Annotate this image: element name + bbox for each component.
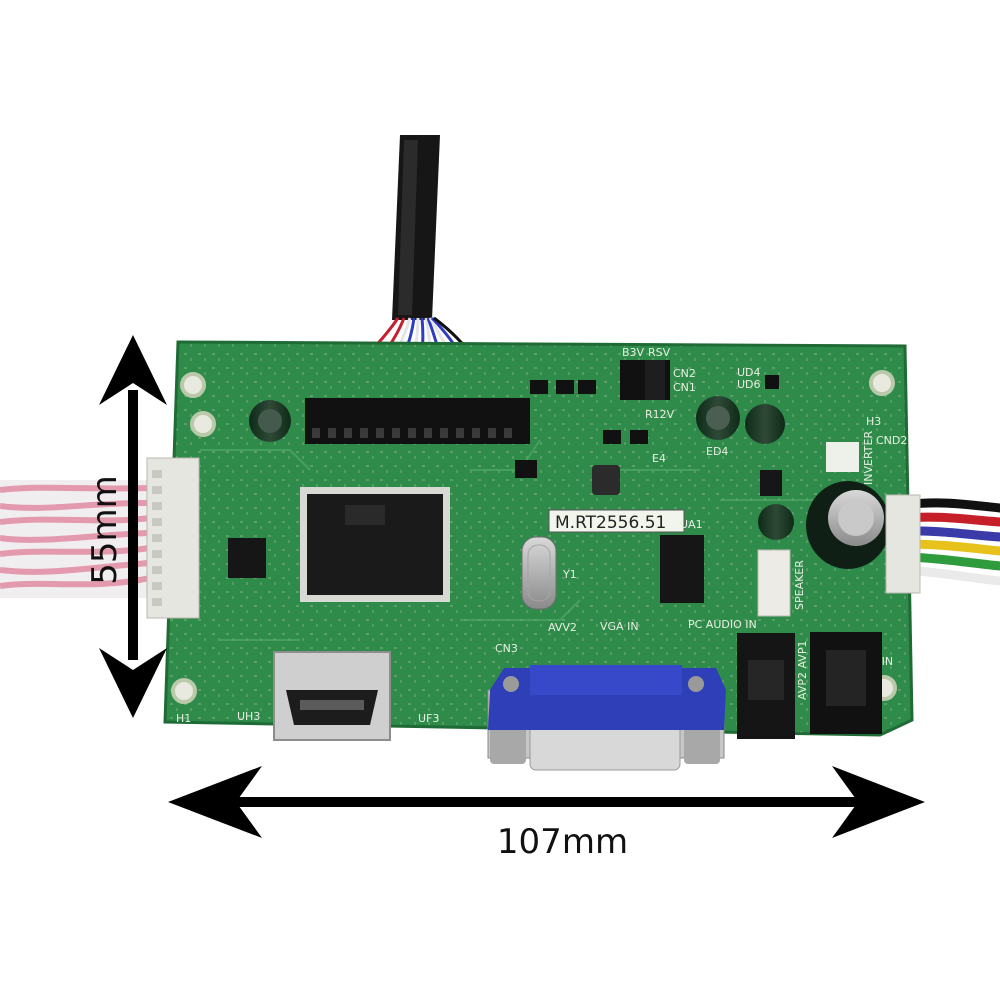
width-dimension-label: 107mm [496, 822, 629, 862]
label-ud6: UD6 [737, 378, 761, 391]
label-avp: AVP2 AVP1 [796, 641, 809, 700]
capacitor-mid-right [758, 504, 794, 540]
label-cn1: CN1 [673, 381, 696, 394]
height-dimension-label: 55mm [85, 475, 125, 585]
pcb-board: M.RT2556.51 VGA IN PC AUDIO IN DC IN CN3… [146, 340, 921, 771]
dc-jack [810, 632, 882, 734]
label-ud4: UD4 [737, 366, 761, 379]
height-dimension-arrow [99, 335, 167, 718]
capacitor-ed4 [696, 396, 740, 440]
label-inverter: INVERTER [862, 431, 875, 485]
label-r12v: R12V [645, 408, 675, 421]
capacitor-top-right [745, 404, 785, 444]
label-uf3: UF3 [418, 712, 439, 725]
label-h1: H1 [176, 712, 191, 725]
label-avv2: AVV2 [548, 621, 577, 634]
label-rsv: RSV [648, 346, 671, 359]
ic-ua1 [660, 535, 704, 603]
capacitor-large [806, 481, 890, 569]
label-cn3: CN3 [495, 642, 518, 655]
speaker-connector [757, 549, 791, 617]
ic-right [760, 470, 782, 496]
white-connector-left [146, 457, 200, 619]
label-b3v: B3V [622, 346, 645, 359]
label-uh3: UH3 [237, 710, 260, 723]
model-label [548, 509, 685, 533]
lvds-connector [305, 398, 530, 444]
label-y1: Y1 [562, 568, 577, 581]
crystal-y1 [521, 536, 557, 610]
mounting-holes [171, 370, 897, 704]
label-speaker: SPEAKER [793, 560, 806, 610]
inductor [592, 465, 620, 495]
label-ed4: ED4 [706, 445, 728, 458]
label-pc-audio-in: PC AUDIO IN [688, 618, 757, 631]
label-h3: H3 [866, 415, 881, 428]
label-cnd2: CND2 [876, 434, 907, 447]
model-text: M.RT2556.51 [555, 513, 666, 533]
label-cn2: CN2 [673, 367, 696, 380]
main-controller-chip [300, 487, 450, 602]
jumper-block [620, 360, 670, 400]
label-ua1: UA1 [680, 518, 703, 531]
width-dimension-arrow [168, 766, 925, 838]
label-vga-in: VGA IN [600, 620, 639, 633]
audio-jack [737, 633, 795, 739]
white-connector-right [885, 494, 921, 594]
ic-left [228, 538, 266, 578]
capacitor-left [249, 400, 291, 442]
hdmi-port [273, 651, 391, 741]
label-e4: E4 [652, 452, 666, 465]
vga-port [487, 665, 726, 771]
